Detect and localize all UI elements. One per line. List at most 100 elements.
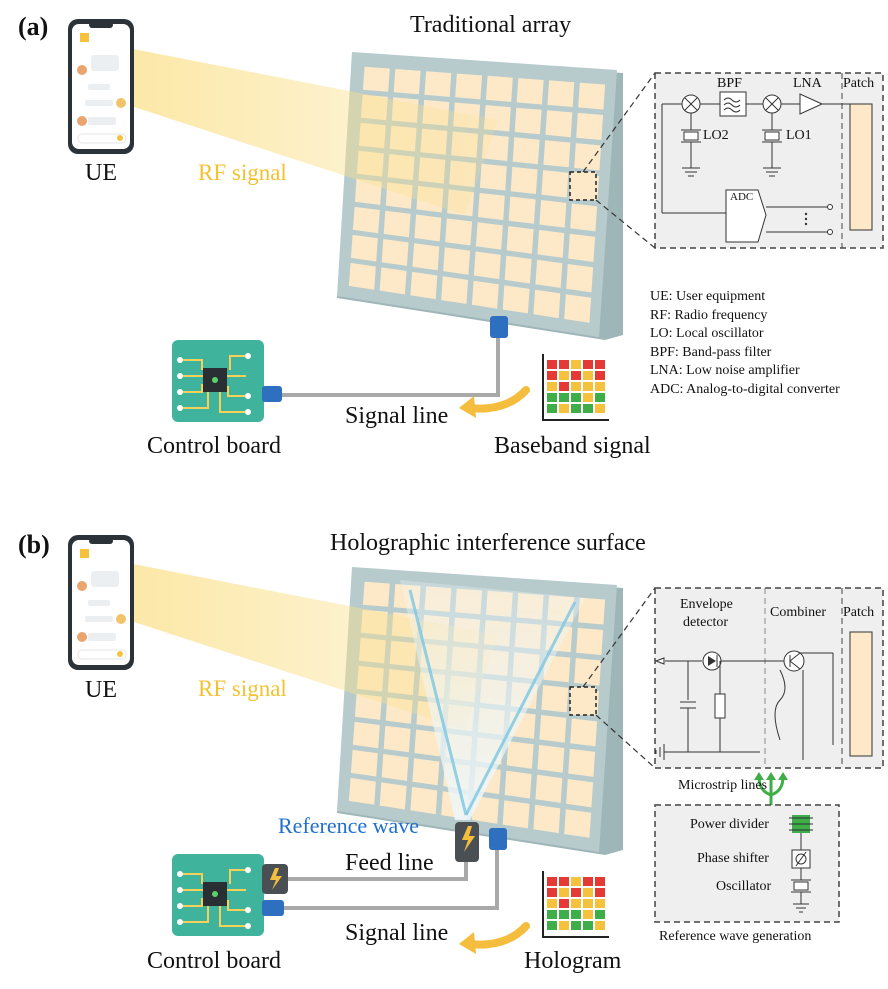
legend-item: UE: User equipment [650, 289, 766, 304]
matrix-cell [547, 910, 557, 919]
signal-line-label-a: Signal line [345, 403, 449, 429]
matrix-cell [583, 877, 593, 886]
grid-matrix-icon [542, 871, 609, 938]
patch-element [537, 229, 565, 258]
patch-element [576, 627, 604, 655]
patch-element [541, 170, 569, 198]
patch-element [535, 774, 563, 803]
patch-element [383, 210, 411, 238]
legend-item: ADC: Analog-to-digital converter [650, 381, 840, 397]
matrix-cell [571, 404, 581, 413]
matrix-cell [547, 877, 557, 886]
hologram-label: Hologram [524, 948, 622, 974]
patch-element [533, 289, 561, 319]
matrix-cell [595, 371, 605, 380]
matrix-cell [547, 888, 557, 897]
patch-element [412, 243, 440, 271]
patch-element [566, 264, 594, 293]
matrix-cell [559, 910, 569, 919]
microstrip-label: Microstrip lines [678, 778, 768, 793]
signal-line-label-b: Signal line [345, 920, 449, 946]
matrix-cell [571, 382, 581, 391]
matrix-cell [571, 371, 581, 380]
patch-element [379, 267, 407, 295]
panel-b-label: (b) [18, 530, 50, 559]
rf-beam-b [128, 563, 498, 730]
matrix-cell [583, 360, 593, 369]
patch-element [455, 73, 483, 100]
lna-label: LNA [793, 76, 822, 91]
matrix-axis [542, 871, 609, 938]
matrix-cell [547, 404, 557, 413]
matrix-cell [583, 910, 593, 919]
matrix-cell [559, 382, 569, 391]
patch-element [352, 206, 380, 234]
matrix-cell [571, 360, 581, 369]
matrix-cell [559, 371, 569, 380]
matrix-cell [547, 899, 557, 908]
bpf-label: BPF [717, 76, 742, 91]
matrix-cell [559, 393, 569, 402]
control-board-label-b: Control board [147, 948, 281, 974]
patch-element [479, 163, 507, 191]
matrix-cell [571, 910, 581, 919]
matrix-axis [542, 354, 609, 421]
rf-signal-label-a: RF signal [198, 160, 287, 185]
legend-item: LNA: Low noise amplifier [650, 363, 800, 378]
legend-item: RF: Radio frequency [650, 307, 768, 323]
patch-element [578, 597, 606, 625]
patch-element [443, 247, 471, 275]
patch-element [502, 800, 530, 829]
matrix-cell [595, 888, 605, 897]
matrix-cell [595, 393, 605, 402]
grid-matrix-icon [542, 354, 609, 421]
matrix-cell [547, 393, 557, 402]
patch-element [541, 685, 569, 713]
rf-signal-label-b: RF signal [198, 676, 287, 701]
patch-element [393, 69, 421, 95]
patch-element [414, 214, 442, 242]
reference-wave-generation-label: Reference wave generation [659, 929, 812, 944]
patch-element [383, 725, 411, 753]
detector-label: detector [683, 615, 729, 630]
envelope-detector-circuit-b [654, 587, 884, 769]
matrix-cell [547, 360, 557, 369]
legend-item: BPF: Band-pass filter [650, 344, 772, 360]
matrix-cell [595, 404, 605, 413]
matrix-cell [547, 371, 557, 380]
patch-element [362, 66, 390, 92]
patch-element [570, 203, 598, 232]
patch-element [568, 233, 596, 262]
patch-element [564, 294, 592, 323]
panel-a-title: Traditional array [410, 12, 572, 38]
matrix-cell [547, 921, 557, 930]
patch-label-a: Patch [843, 76, 875, 91]
phase-shifter-label: Phase shifter [697, 851, 769, 866]
rf-chain-circuit-a [654, 72, 884, 249]
patch-element [506, 226, 534, 254]
feed-line-b [288, 862, 468, 881]
patch-element [533, 804, 561, 834]
matrix-cell [583, 371, 593, 380]
matrix-cell [583, 899, 593, 908]
panel-a-label: (a) [18, 12, 49, 41]
matrix-cell [571, 921, 581, 930]
matrix-cell [583, 888, 593, 897]
legend-item: LO: Local oscillator [650, 326, 764, 341]
patch-element [508, 196, 536, 224]
smartphone-icon [68, 535, 134, 670]
patch-element [537, 744, 565, 773]
patch-element [502, 285, 530, 314]
patch-element [504, 770, 532, 799]
matrix-cell [559, 360, 569, 369]
envelope-label: Envelope [680, 597, 733, 612]
oscillator-label: Oscillator [716, 879, 772, 894]
patch-element [539, 200, 567, 228]
patch-element [574, 143, 602, 171]
patch-element [547, 80, 575, 107]
patch-element [410, 271, 438, 300]
matrix-cell [595, 360, 605, 369]
baseband-label: Baseband signal [494, 433, 651, 459]
